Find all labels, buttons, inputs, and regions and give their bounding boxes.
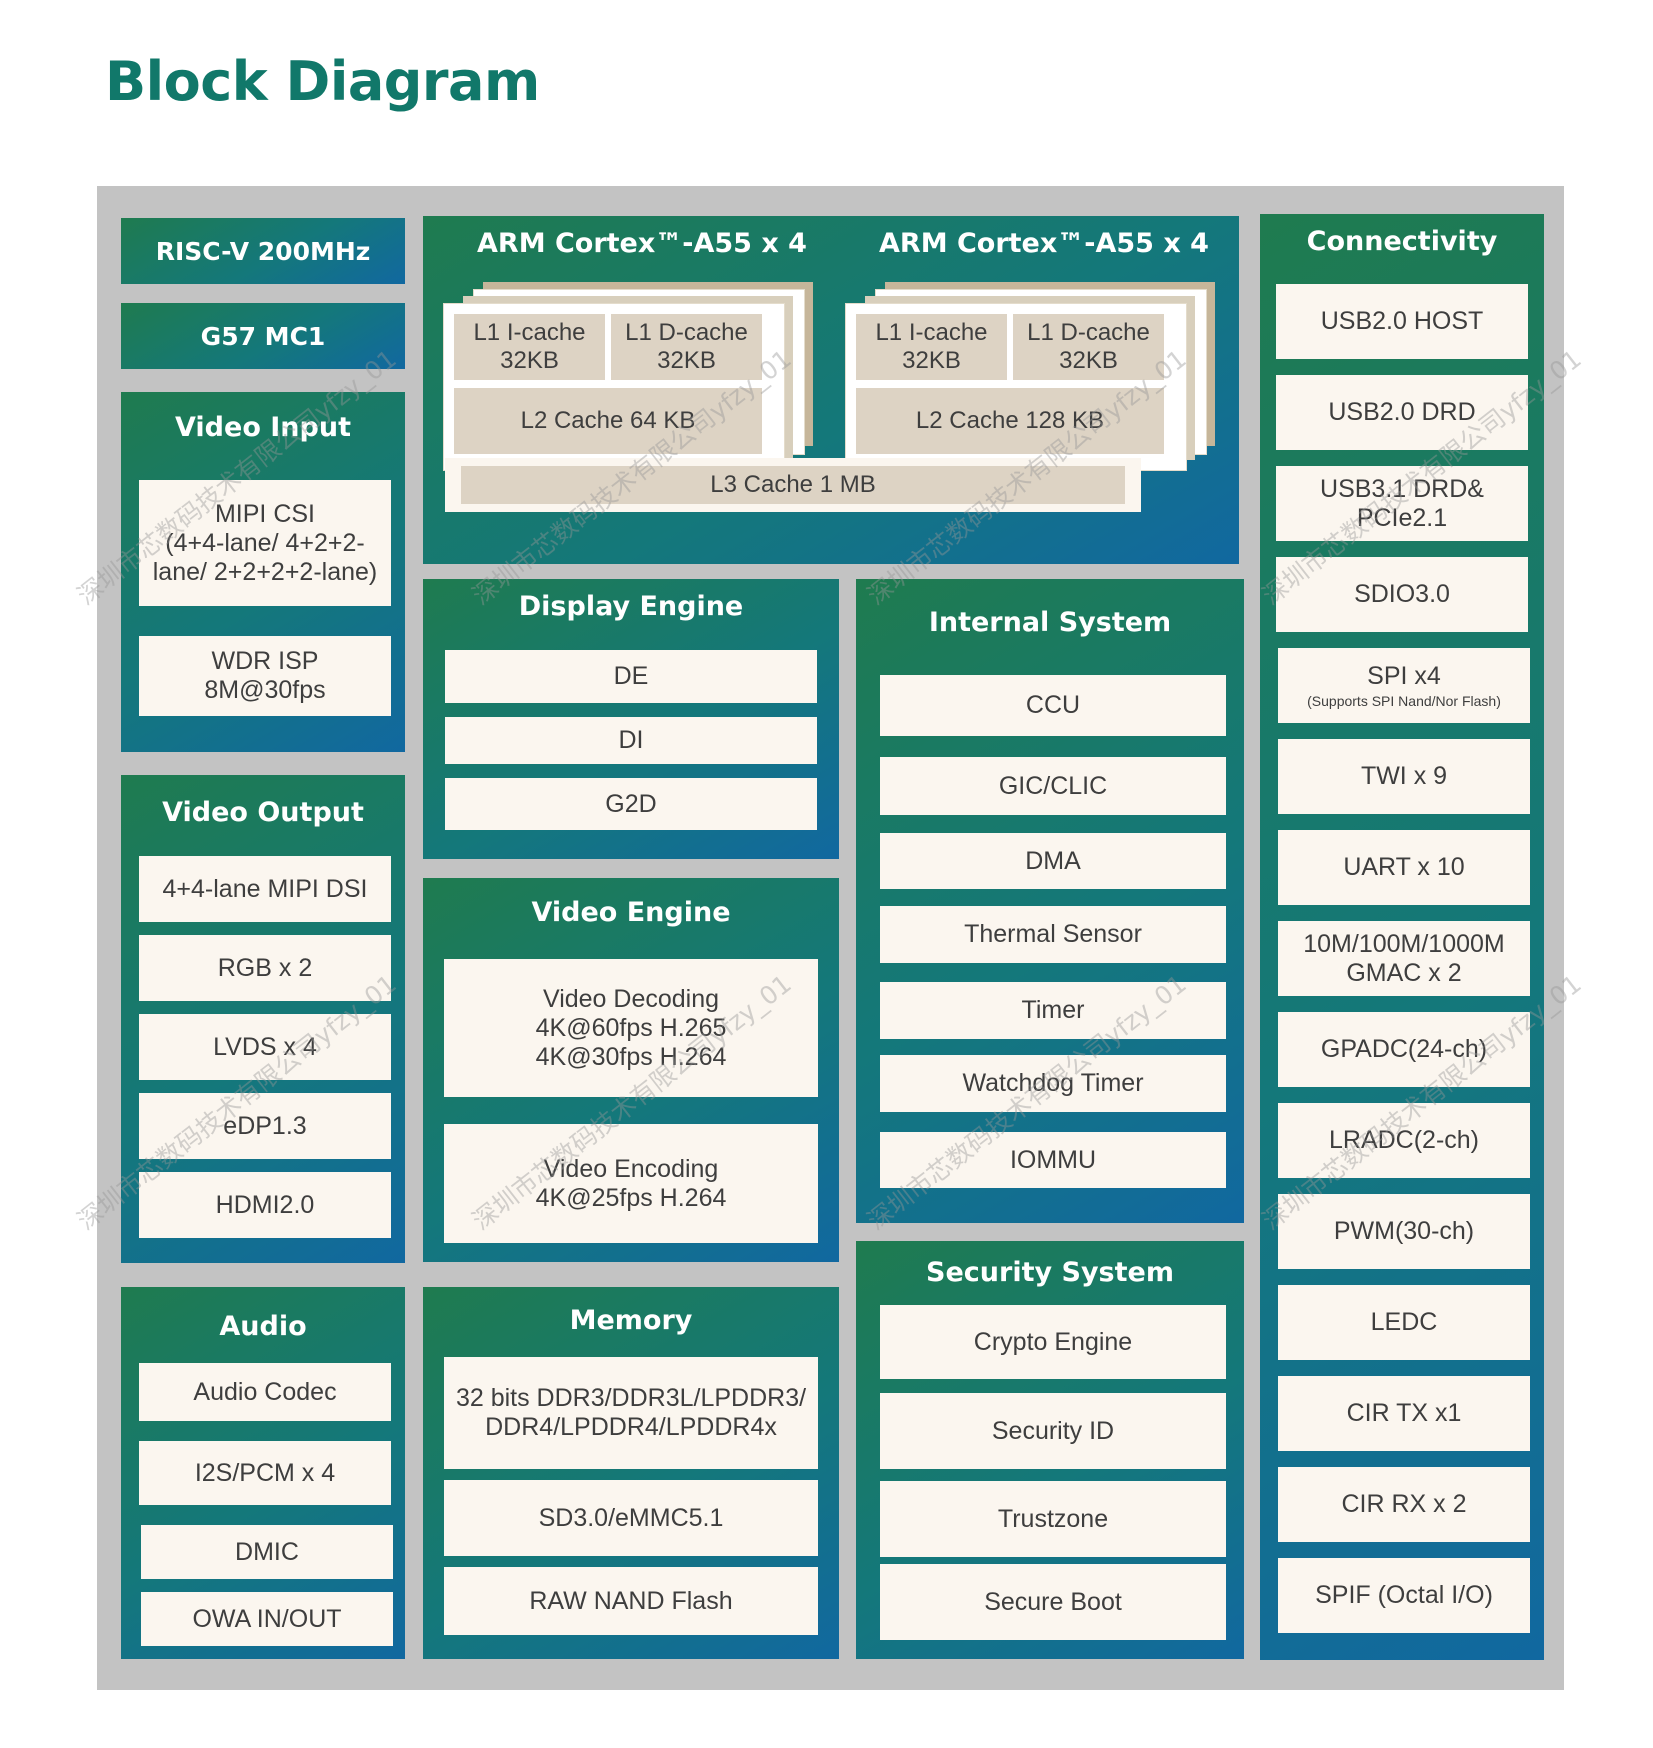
connectivity-item: SPI x4(Supports SPI Nand/Nor Flash)	[1278, 648, 1530, 723]
connectivity-item: PWM(30-ch)	[1278, 1194, 1530, 1269]
internal-system-item: DMA	[880, 833, 1226, 889]
l2-cache: L2 Cache 128 KB	[856, 388, 1164, 454]
connectivity-title: Connectivity	[1306, 226, 1498, 257]
connectivity-item: 10M/100M/1000M GMAC x 2	[1278, 921, 1530, 996]
connectivity-item: LEDC	[1278, 1285, 1530, 1360]
security-system-panel: Security System Crypto Engine Security I…	[856, 1241, 1244, 1659]
cpu-cluster-title: ARM Cortex™-A55 x 4	[477, 228, 807, 259]
memory-item: RAW NAND Flash	[444, 1567, 818, 1635]
memory-item: SD3.0/eMMC5.1	[444, 1480, 818, 1556]
video-decoding-item: Video Decoding 4K@60fps H.265 4K@30fps H…	[444, 959, 818, 1097]
security-system-item: Trustzone	[880, 1481, 1226, 1557]
l3-cache-frame: L3 Cache 1 MB	[445, 458, 1141, 512]
video-output-title: Video Output	[162, 797, 364, 828]
l2-cache: L2 Cache 64 KB	[454, 388, 762, 454]
memory-title: Memory	[569, 1305, 693, 1336]
l1-dcache: L1 D-cache 32KB	[611, 314, 762, 380]
cpu-cluster-title: ARM Cortex™-A55 x 4	[879, 228, 1209, 259]
l3-cache: L3 Cache 1 MB	[461, 466, 1125, 504]
connectivity-item: USB2.0 DRD	[1276, 375, 1528, 450]
connectivity-item: SDIO3.0	[1276, 557, 1528, 632]
video-input-title: Video Input	[175, 412, 351, 443]
page-title: Block Diagram	[105, 50, 540, 113]
internal-system-item: IOMMU	[880, 1132, 1226, 1188]
video-output-item: RGB x 2	[139, 935, 391, 1001]
video-output-item: 4+4-lane MIPI DSI	[139, 856, 391, 922]
cpu-cluster-1: L1 I-cache 32KB L1 D-cache 32KB L2 Cache…	[443, 282, 813, 471]
display-engine-item: DE	[445, 650, 817, 703]
internal-system-panel: Internal System CCU GIC/CLIC DMA Thermal…	[856, 579, 1244, 1223]
internal-system-item: GIC/CLIC	[880, 757, 1226, 815]
security-system-item: Crypto Engine	[880, 1305, 1226, 1379]
l1-dcache: L1 D-cache 32KB	[1013, 314, 1164, 380]
security-system-item: Security ID	[880, 1393, 1226, 1469]
audio-item: I2S/PCM x 4	[139, 1441, 391, 1505]
internal-system-item: CCU	[880, 675, 1226, 736]
audio-item: Audio Codec	[139, 1363, 391, 1421]
riscv-block: RISC-V 200MHz	[121, 218, 405, 284]
internal-system-title: Internal System	[928, 607, 1172, 638]
connectivity-item: GPADC(24-ch)	[1278, 1012, 1530, 1087]
video-input-panel: Video Input MIPI CSI (4+4-lane/ 4+2+2- l…	[121, 392, 405, 752]
video-output-panel: Video Output 4+4-lane MIPI DSI RGB x 2 L…	[121, 775, 405, 1263]
connectivity-item: CIR TX x1	[1278, 1376, 1530, 1451]
audio-item: OWA IN/OUT	[141, 1592, 393, 1646]
connectivity-item: USB2.0 HOST	[1276, 284, 1528, 359]
video-output-item: eDP1.3	[139, 1093, 391, 1159]
video-engine-title: Video Engine	[531, 897, 731, 928]
mipi-csi-item: MIPI CSI (4+4-lane/ 4+2+2- lane/ 2+2+2+2…	[139, 480, 391, 606]
display-engine-item: G2D	[445, 778, 817, 830]
cpu-panel: ARM Cortex™-A55 x 4 ARM Cortex™-A55 x 4 …	[423, 216, 1239, 564]
l1-icache: L1 I-cache 32KB	[856, 314, 1007, 380]
video-output-item: LVDS x 4	[139, 1014, 391, 1080]
audio-panel: Audio Audio Codec I2S/PCM x 4 DMIC OWA I…	[121, 1287, 405, 1659]
connectivity-item: SPIF (Octal I/O)	[1278, 1558, 1530, 1633]
video-output-item: HDMI2.0	[139, 1172, 391, 1238]
connectivity-item: TWI x 9	[1278, 739, 1530, 814]
connectivity-item: UART x 10	[1278, 830, 1530, 905]
display-engine-title: Display Engine	[518, 591, 744, 622]
display-engine-panel: Display Engine DE DI G2D	[423, 579, 839, 859]
memory-panel: Memory 32 bits DDR3/DDR3L/LPDDR3/ DDR4/L…	[423, 1287, 839, 1659]
security-system-item: Secure Boot	[880, 1564, 1226, 1640]
connectivity-panel: Connectivity USB2.0 HOST USB2.0 DRD USB3…	[1260, 214, 1544, 1660]
internal-system-item: Watchdog Timer	[880, 1055, 1226, 1112]
video-encoding-item: Video Encoding 4K@25fps H.264	[444, 1124, 818, 1243]
connectivity-item: USB3.1 DRD& PCIe2.1	[1276, 466, 1528, 541]
l1-icache: L1 I-cache 32KB	[454, 314, 605, 380]
memory-item: 32 bits DDR3/DDR3L/LPDDR3/ DDR4/LPDDR4/L…	[444, 1357, 818, 1469]
cpu-cluster-2: L1 I-cache 32KB L1 D-cache 32KB L2 Cache…	[845, 282, 1215, 471]
security-system-title: Security System	[926, 1257, 1174, 1288]
wdr-isp-item: WDR ISP 8M@30fps	[139, 636, 391, 716]
display-engine-item: DI	[445, 717, 817, 764]
spi-note: (Supports SPI Nand/Nor Flash)	[1307, 692, 1501, 709]
connectivity-item: LRADC(2-ch)	[1278, 1103, 1530, 1178]
internal-system-item: Thermal Sensor	[880, 906, 1226, 963]
connectivity-item: CIR RX x 2	[1278, 1467, 1530, 1542]
video-engine-panel: Video Engine Video Decoding 4K@60fps H.2…	[423, 878, 839, 1262]
internal-system-item: Timer	[880, 982, 1226, 1039]
block-diagram-board: RISC-V 200MHz G57 MC1 Video Input MIPI C…	[97, 186, 1564, 1690]
gpu-block: G57 MC1	[121, 303, 405, 369]
audio-item: DMIC	[141, 1525, 393, 1579]
audio-title: Audio	[219, 1311, 307, 1342]
